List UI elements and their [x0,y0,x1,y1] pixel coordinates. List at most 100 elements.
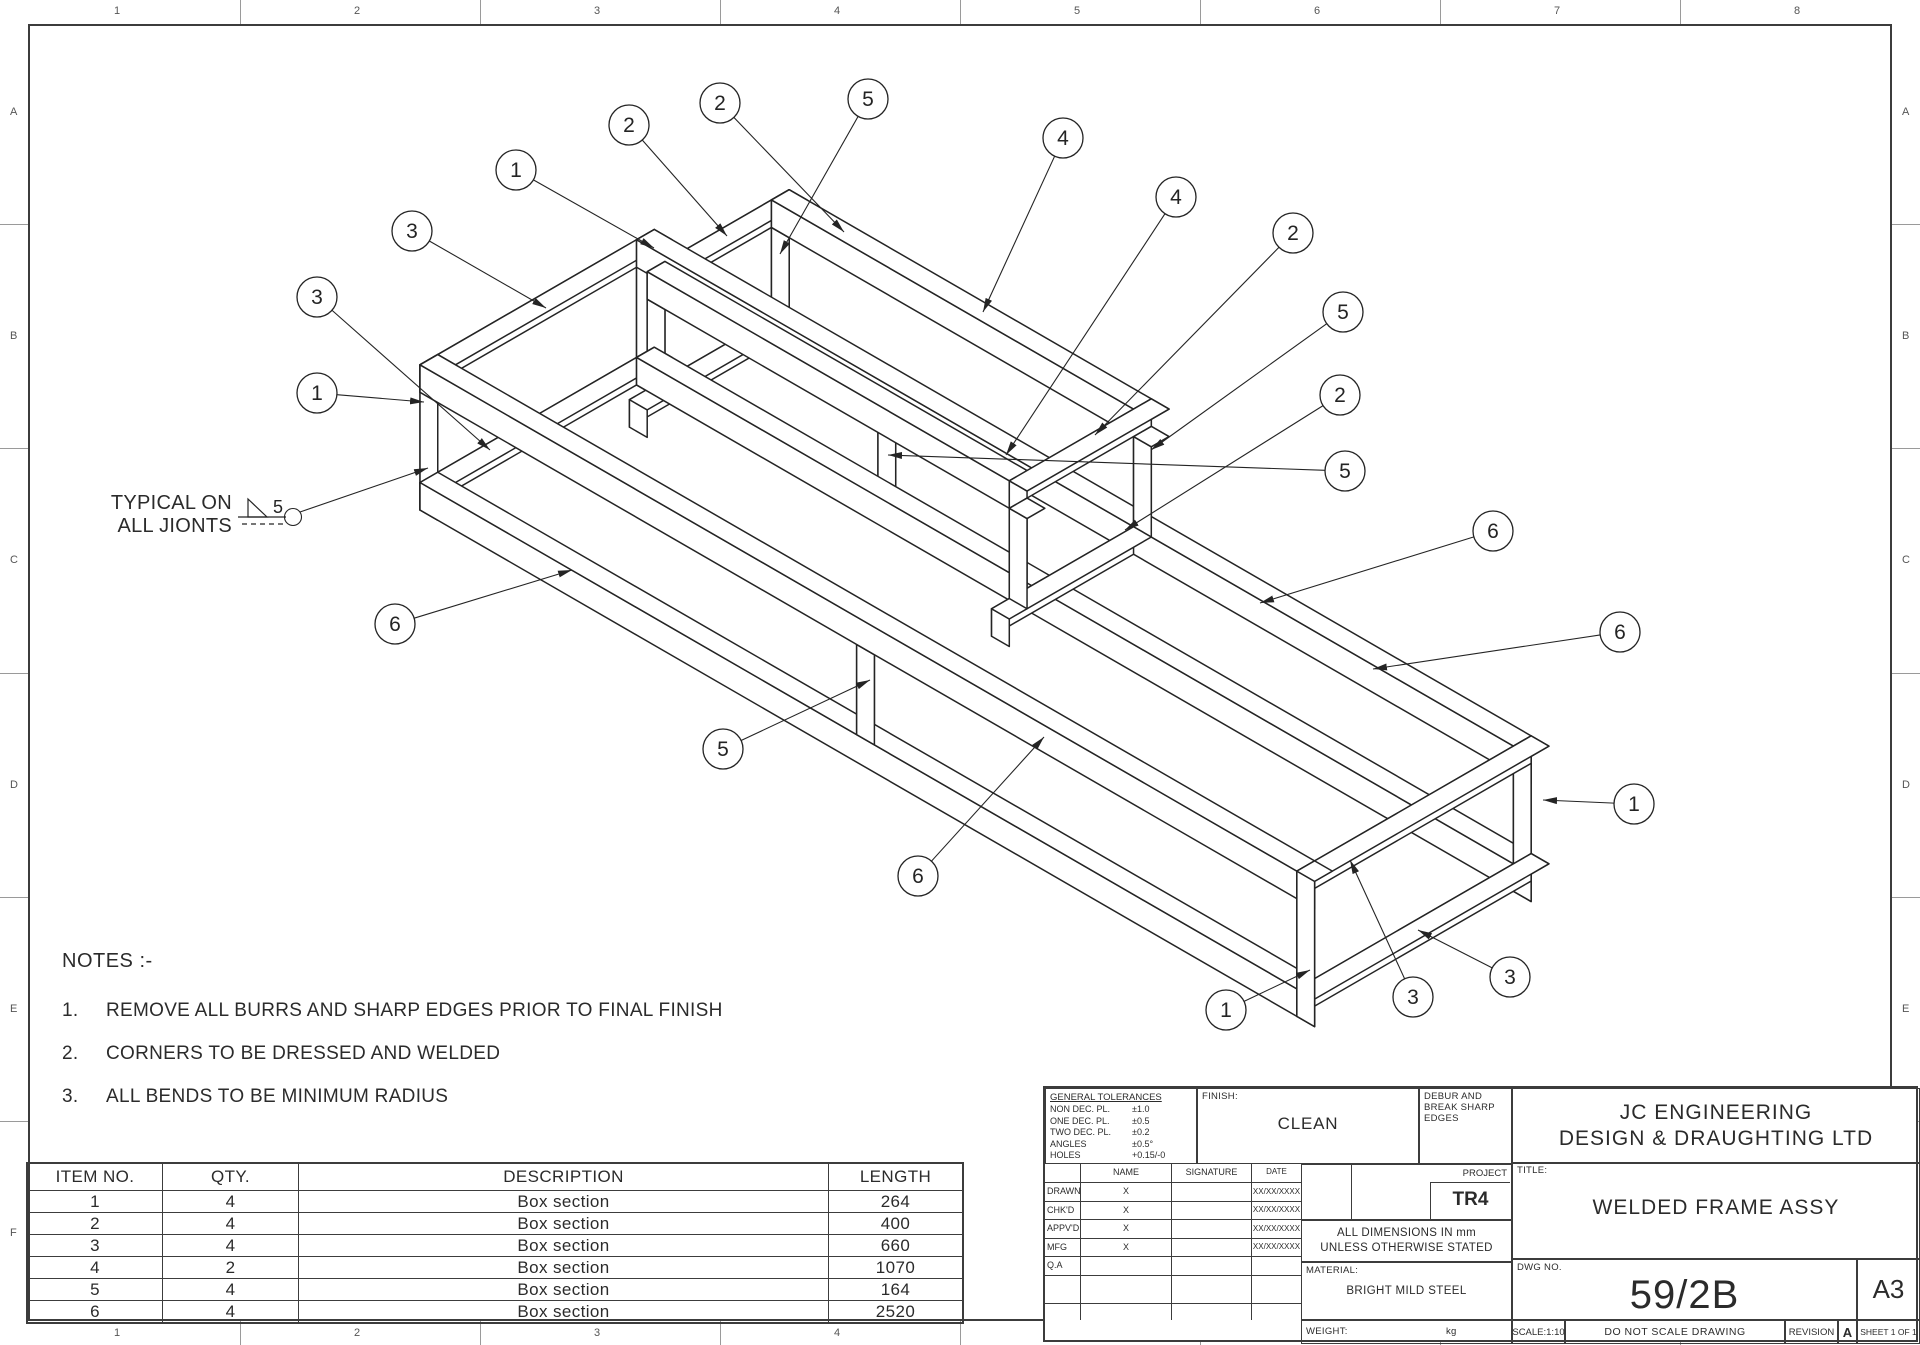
balloon-callout: 5 [1150,291,1364,451]
weight-label: WEIGHT: [1306,1326,1348,1337]
dims-note-line1: ALL DIMENSIONS IN mm [1336,1227,1477,1239]
balloon-number: 2 [714,92,726,115]
balloon-number: 4 [1170,186,1182,209]
grid-divider [1892,672,1920,674]
grid-divider [960,1321,961,1345]
grid-row-label: C [10,554,18,567]
grid-divider [1892,896,1920,898]
grid-col-label: 8 [1794,5,1801,17]
fillet-weld-triangle [247,497,269,518]
signoff-cell: MFG [1047,1242,1067,1252]
tolerance-line: NON DEC. PL.±1.0 [1050,1104,1150,1114]
dwg-label: DWG NO. [1517,1262,1562,1273]
parts-cell: 3 [90,1236,100,1255]
balloon-leader [733,117,845,233]
grid-col-label: 3 [594,5,601,17]
signoff-cell [1171,1183,1251,1201]
tolerance-line: ONE DEC. PL.±0.5 [1050,1115,1150,1126]
note-item: 1.REMOVE ALL BURRS AND SHARP EDGES PRIOR… [62,1000,822,1022]
signoff-cell: XX/XX/XXXX [1251,1202,1301,1219]
balloon-circle [495,149,537,191]
note-item: 2.CORNERS TO BE DRESSED AND WELDED [62,1043,822,1065]
balloon-leader [641,139,728,237]
title-cell: TITLE: WELDED FRAME ASSY [1512,1162,1920,1259]
signoff-cell: DRAWN [1047,1186,1080,1196]
notes-block: NOTES :- 1.REMOVE ALL BURRS AND SHARP ED… [62,950,822,1107]
signoff-row [1045,1275,1301,1303]
signoff-cell: DATE [1251,1164,1301,1182]
signoff-cell [1171,1239,1251,1256]
tolerance-line: ANGLES±0.5° [1050,1138,1154,1149]
grid-col-label: 6 [1314,5,1321,17]
signoff-cell [1251,1257,1301,1275]
signoff-cell [1251,1304,1301,1320]
balloon-leader [429,240,547,309]
balloon-circle [1042,117,1084,159]
debur-line: DEBUR AND [1424,1091,1483,1102]
grid-row-label: F [10,1226,17,1239]
balloon-leader [1372,634,1601,671]
grid-divider [1680,0,1681,24]
dims-note-line2: UNLESS OTHERWISE STATED [1320,1242,1493,1254]
weld-symbol: 5 [238,467,429,527]
parts-cell: 2 [162,1257,298,1278]
grid-divider [480,0,481,24]
balloon-circle [897,855,939,897]
balloon-leader [887,451,1326,471]
revision-value: A [1842,1324,1853,1340]
debur-line: EDGES [1424,1113,1459,1124]
grid-row-label: A [10,106,18,118]
grid-divider [960,0,961,24]
finish-cell: FINISH: CLEAN [1197,1088,1419,1164]
company-cell: JC ENGINEERING DESIGN & DRAUGHTING LTD [1512,1088,1920,1164]
note-text: ALL BENDS TO BE MINIMUM RADIUS [106,1086,449,1107]
sheet-label: SHEET 1 OF 1 [1860,1327,1917,1337]
sheet-label-cell: SHEET 1 OF 1 [1857,1320,1920,1344]
parts-cell: 4 [162,1191,298,1212]
tolerances-title: GENERAL TOLERANCES [1050,1092,1162,1103]
grid-divider [240,1321,241,1345]
balloon-callout: 2 [1094,212,1314,436]
grid-row-label: B [10,330,18,343]
balloon-number: 5 [1337,301,1349,324]
balloon-callout: 1 [1205,969,1311,1031]
grid-divider [0,896,28,898]
balloon-number: 6 [912,865,924,888]
parts-cell: 5 [90,1280,100,1299]
balloon-callout: 1 [1542,783,1655,825]
dwg-number: 59/2B [1629,1272,1740,1317]
balloon-callout: 5 [779,78,889,255]
signoff-cell: SIGNATURE [1171,1164,1251,1182]
dims-note-cell: ALL DIMENSIONS IN mm UNLESS OTHERWISE ST… [1301,1220,1512,1262]
balloon-callout: 6 [1259,510,1514,604]
weld-note-line1: TYPICAL ON [110,492,232,514]
parts-cell: 660 [828,1235,962,1256]
grid-divider [720,0,721,24]
balloon-leader [331,309,491,451]
finish-value: CLEAN [1277,1114,1339,1133]
balloon-circle [296,372,338,414]
grid-divider [1200,0,1201,24]
welded-frame-assembly [419,188,1550,1028]
balloon-circle [374,603,416,645]
signoff-cell: Q.A [1047,1260,1063,1270]
parts-cell: Box section [298,1257,828,1278]
do-not-scale-cell: DO NOT SCALE DRAWING [1565,1320,1785,1344]
parts-cell: 4 [162,1235,298,1256]
balloon-number: 5 [862,88,874,111]
balloon-circle [296,276,338,318]
note-item: 3.ALL BENDS TO BE MINIMUM RADIUS [62,1086,822,1108]
grid-divider [0,672,28,674]
signoff-row: Q.A [1045,1256,1301,1275]
signoff-cell: X [1080,1202,1171,1219]
grid-divider [0,1120,28,1122]
balloon-callout: 3 [1417,929,1531,998]
